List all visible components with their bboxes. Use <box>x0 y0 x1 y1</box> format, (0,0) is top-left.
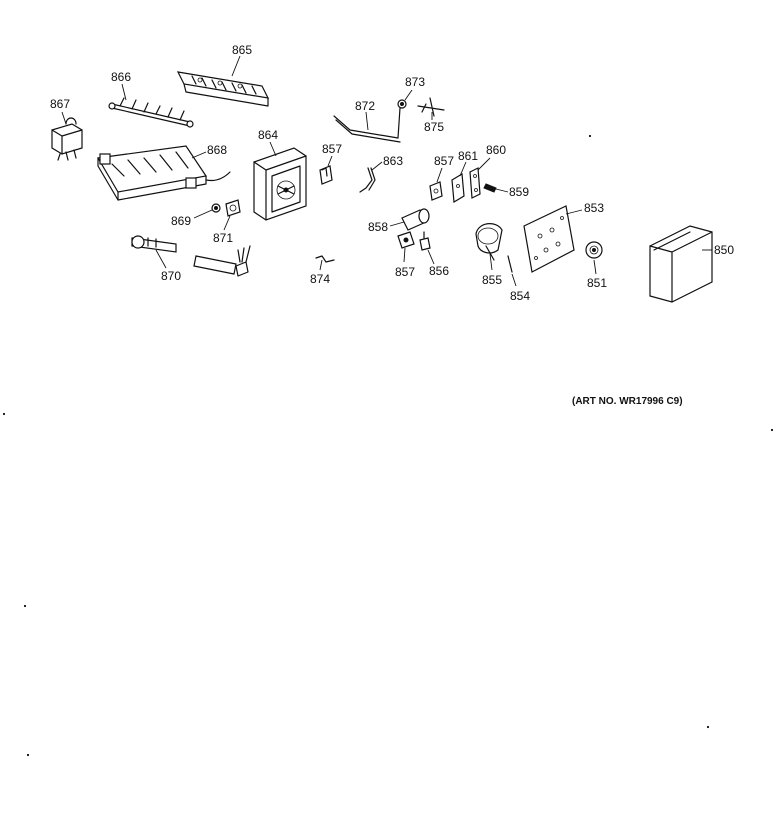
part-label-856: 856 <box>429 264 449 278</box>
part-857a-drawing <box>319 165 333 185</box>
part-873-drawing <box>397 99 407 109</box>
part-863-drawing <box>359 167 376 193</box>
part-label-860: 860 <box>486 143 506 157</box>
part-855-drawing <box>475 223 503 261</box>
part-label-875: 875 <box>424 120 444 134</box>
part-858-drawing <box>401 208 430 231</box>
part-label-857a: 857 <box>322 142 342 156</box>
part-label-861: 861 <box>458 149 478 163</box>
part-867-drawing <box>51 117 83 161</box>
part-label-873: 873 <box>405 75 425 89</box>
part-854-drawing <box>507 255 513 273</box>
part-label-858: 858 <box>368 220 388 234</box>
art-number: (ART NO. WR17996 C9) <box>572 396 683 407</box>
part-label-863: 863 <box>383 154 403 168</box>
part-label-868: 868 <box>207 143 227 157</box>
part-851-drawing <box>585 241 603 259</box>
part-865-drawing <box>176 71 270 107</box>
part-875-drawing <box>417 97 445 117</box>
part-label-866: 866 <box>111 70 131 84</box>
part-869-drawing <box>211 203 221 213</box>
part-label-870: 870 <box>161 269 181 283</box>
part-857c-drawing <box>397 231 415 249</box>
part-860-drawing <box>469 167 481 199</box>
part-864-drawing <box>253 147 307 221</box>
part-label-850: 850 <box>714 243 734 257</box>
part-label-854: 854 <box>510 289 530 303</box>
part-label-865: 865 <box>232 43 252 57</box>
part-872-drawing <box>333 107 401 143</box>
part-868-drawing <box>97 145 231 201</box>
part-871-drawing <box>225 199 241 217</box>
part-859-drawing <box>483 183 497 193</box>
part-856-drawing <box>419 231 431 251</box>
part-label-859: 859 <box>509 185 529 199</box>
wire-harness-drawing <box>193 245 251 277</box>
part-label-853: 853 <box>584 201 604 215</box>
part-label-857b: 857 <box>434 154 454 168</box>
part-870-drawing <box>131 235 177 253</box>
part-label-869: 869 <box>171 214 191 228</box>
part-866-drawing <box>108 97 194 128</box>
part-label-867: 867 <box>50 97 70 111</box>
part-861-drawing <box>451 172 465 204</box>
part-label-871: 871 <box>213 231 233 245</box>
part-857b-drawing <box>429 181 443 201</box>
scan-specks <box>2 134 774 757</box>
part-label-857c: 857 <box>395 265 415 279</box>
part-label-872: 872 <box>355 99 375 113</box>
part-853-drawing <box>523 205 575 273</box>
part-850-drawing <box>649 225 713 303</box>
part-label-864: 864 <box>258 128 278 142</box>
part-label-851: 851 <box>587 276 607 290</box>
part-label-874: 874 <box>310 272 330 286</box>
part-label-855: 855 <box>482 273 502 287</box>
part-874-drawing <box>315 255 335 263</box>
